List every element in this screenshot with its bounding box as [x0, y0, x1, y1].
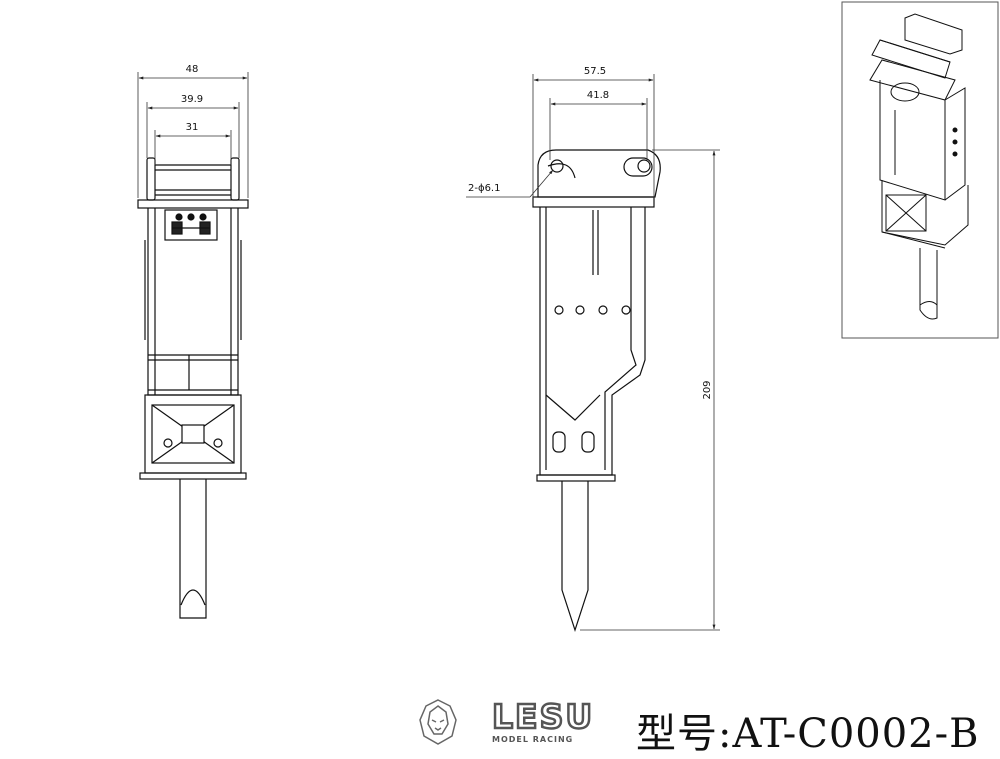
model-number: 型号:AT-C0002-B — [636, 711, 980, 757]
dim-48: 48 — [186, 64, 199, 75]
brand-wordmark: LESU MODEL RACING — [491, 697, 595, 744]
dim-31: 31 — [186, 122, 199, 133]
dim-39-9: 39.9 — [181, 94, 203, 105]
dim-57-5: 57.5 — [584, 66, 606, 77]
iso-view-frame — [841, 1, 999, 339]
side-view — [532, 149, 661, 632]
front-view — [137, 157, 249, 619]
lion-logo-icon — [419, 699, 457, 745]
brand-subtitle: MODEL RACING — [492, 735, 574, 744]
hole-callout: 2-ϕ6.1 — [468, 183, 500, 194]
dim-41-8: 41.8 — [587, 90, 609, 101]
iso-view — [869, 13, 969, 320]
front-dimensions — [137, 72, 249, 198]
dim-209: 209 — [702, 380, 713, 399]
side-dimensions — [466, 74, 720, 631]
brand-name: LESU — [491, 697, 595, 736]
